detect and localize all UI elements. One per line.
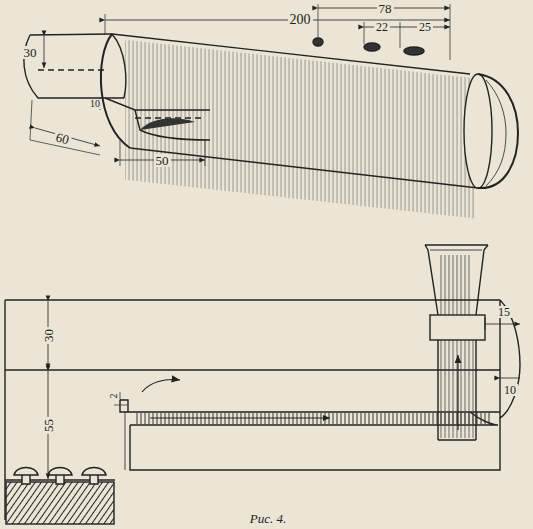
dimension-label: 200 <box>288 13 313 27</box>
dimension-label: 15 <box>496 306 512 318</box>
dimension-label: 55 <box>42 417 55 434</box>
dimension-label: 30 <box>42 327 55 344</box>
section-view <box>5 245 520 524</box>
dimension-label: 2 <box>108 392 118 401</box>
top-view <box>24 4 518 218</box>
dimension-label: 25 <box>417 21 433 33</box>
figure-caption: Рис. 4. <box>250 511 286 527</box>
dimension-label: 22 <box>374 21 390 33</box>
dimension-label: 10 <box>502 384 518 396</box>
dimension-label: 60 <box>52 129 72 146</box>
dimension-label: 78 <box>377 2 394 15</box>
dimension-label: 50 <box>154 154 171 167</box>
dimension-label: 30 <box>22 46 39 59</box>
dimension-label: 10 <box>88 99 102 109</box>
